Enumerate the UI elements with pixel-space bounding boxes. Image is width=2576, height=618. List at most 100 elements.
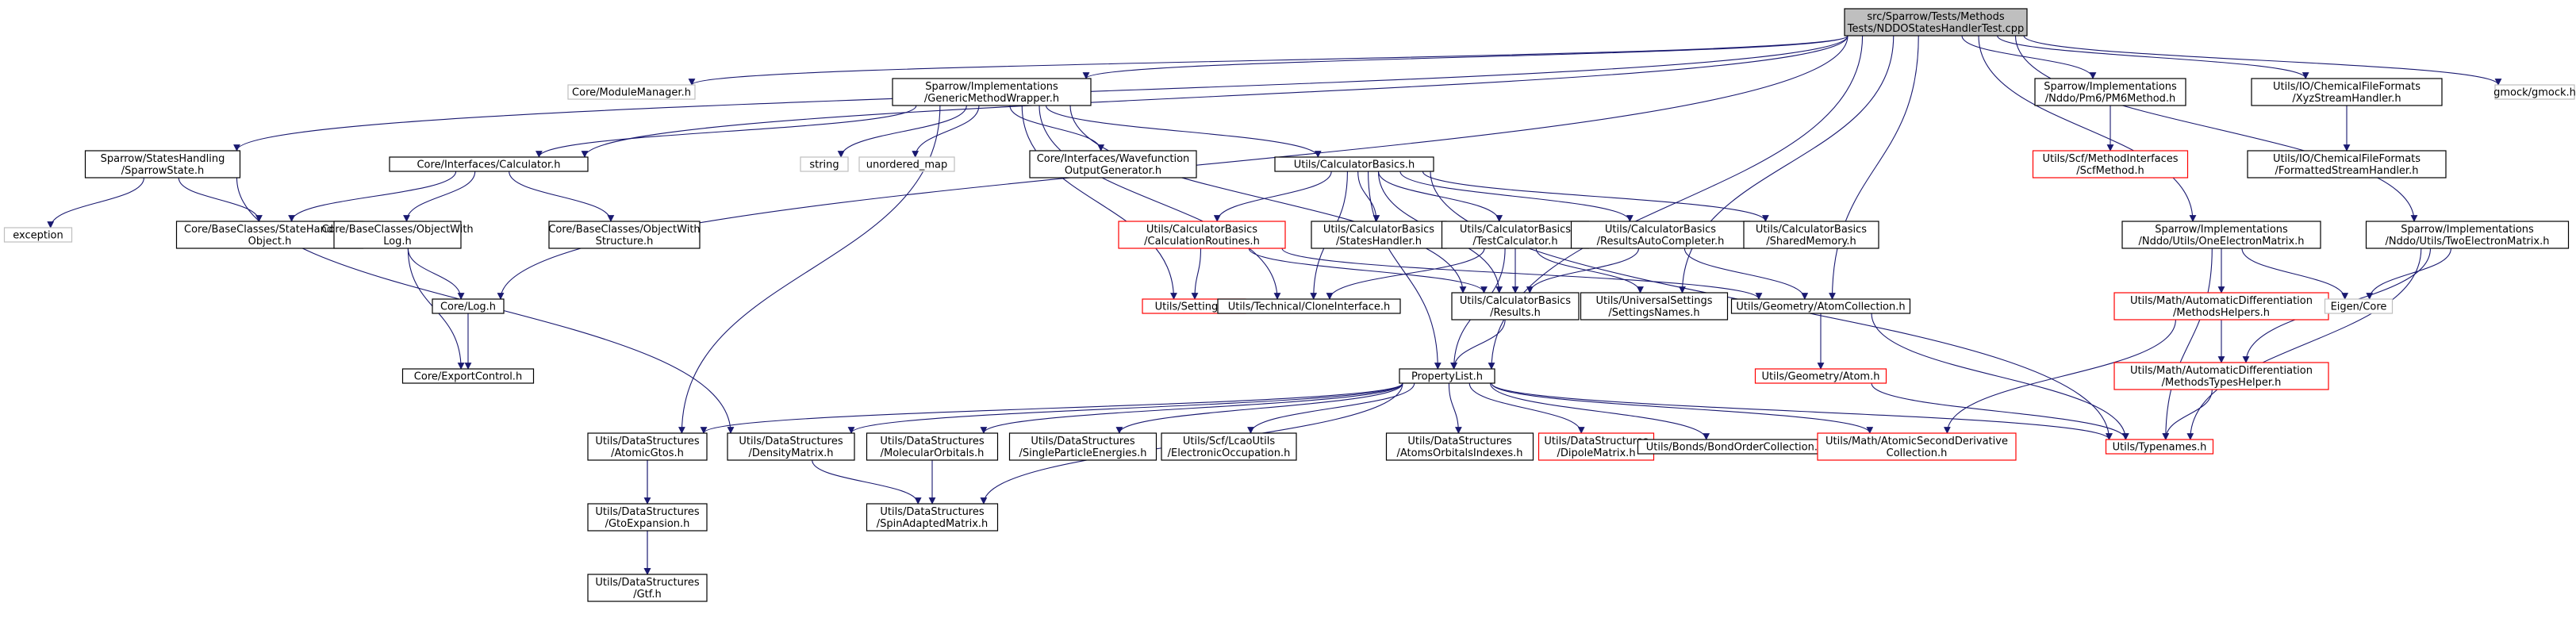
node-methhelpers[interactable]: Utils/Math/AutomaticDifferentiation/Meth… [2113, 292, 2329, 321]
edge-proplist-to-dipole [1468, 382, 1585, 434]
node-twoel[interactable]: Sparrow/Implementations/Nddo/Utils/TwoEl… [2365, 221, 2570, 249]
node-typenames[interactable]: Utils/Typenames.h [2105, 439, 2214, 455]
node-eigen[interactable]: Eigen/Core [2324, 298, 2394, 314]
node-atomicgtos[interactable]: Utils/DataStructures/AtomicGtos.h [587, 432, 708, 461]
node-xyz[interactable]: Utils/IO/ChemicalFileFormats/XyzStreamHa… [2251, 78, 2443, 106]
node-label: Sparrow/StatesHandling [101, 153, 225, 165]
node-label: /Nddo/Utils/TwoElectronMatrix.h [2386, 236, 2550, 248]
node-label: Utils/Scf/LcaoUtils [1183, 436, 1275, 447]
node-box [333, 221, 462, 249]
edge-proplist-to-density [847, 382, 1403, 434]
node-label: /ElectronicOccupation.h [1168, 447, 1291, 459]
node-label: Utils/DataStructures [1031, 436, 1135, 447]
node-atomicsecond[interactable]: Utils/Math/AtomicSecondDerivativeCollect… [1817, 432, 2017, 461]
node-resauto[interactable]: Utils/CalculatorBasics/ResultsAutoComple… [1570, 221, 1751, 249]
node-exportctl[interactable]: Core/ExportControl.h [401, 368, 535, 384]
node-atomcoll[interactable]: Utils/Geometry/AtomCollection.h [1730, 298, 1911, 314]
node-label: Sparrow/Implementations [2155, 224, 2288, 236]
edge-oneel-to-eigen [2241, 248, 2349, 300]
node-gtf[interactable]: Utils/DataStructures/Gtf.h [587, 574, 708, 602]
node-box [892, 78, 1092, 106]
node-box [1538, 432, 1655, 461]
node-label: Utils/DataStructures [880, 506, 985, 518]
edge-calcbasics-to-stateshandler [1357, 171, 1380, 222]
node-calcroutines[interactable]: Utils/CalculatorBasics/CalculationRoutin… [1118, 221, 1286, 249]
node-label: /MolecularOrbitals.h [881, 447, 985, 459]
node-methtypes[interactable]: Utils/Math/AutomaticDifferentiation/Meth… [2113, 362, 2329, 390]
node-label: /MethodsTypesHelper.h [2162, 377, 2282, 389]
node-label: /FormattedStreamHandler.h [2275, 165, 2419, 177]
node-setnames[interactable]: Utils/UniversalSettings/SettingsNames.h [1580, 292, 1729, 321]
node-aoidx[interactable]: Utils/DataStructures/AtomsOrbitalsIndexe… [1385, 432, 1534, 461]
edge-gmw-to-calcbasics [1046, 105, 1322, 158]
edge-atom-to-typenames [1871, 382, 2129, 440]
node-label: Utils/Geometry/AtomCollection.h [1736, 301, 1905, 313]
node-box [84, 150, 241, 178]
node-label: Core/BaseClasses/StateHandable [184, 224, 355, 236]
node-string[interactable]: string [800, 156, 849, 172]
node-calcbasics[interactable]: Utils/CalculatorBasics.h [1274, 156, 1434, 172]
node-wfout[interactable]: Core/Interfaces/WavefunctionOutputGenera… [1029, 150, 1197, 178]
node-gtoexp[interactable]: Utils/DataStructures/GtoExpansion.h [587, 503, 708, 532]
node-proplist[interactable]: PropertyList.h [1399, 368, 1495, 384]
node-sharedmem[interactable]: Utils/CalculatorBasics/SharedMemory.h [1743, 221, 1879, 249]
node-dipole[interactable]: Utils/DataStructures/DipoleMatrix.h [1538, 432, 1655, 461]
node-calculator[interactable]: Core/Interfaces/Calculator.h [389, 156, 589, 172]
node-root[interactable]: src/Sparrow/Tests/MethodsTests/NDDOState… [1844, 8, 2028, 36]
edge-proplist-to-aoidx [1448, 382, 1462, 434]
node-singlepart[interactable]: Utils/DataStructures/SingleParticleEnerg… [1008, 432, 1157, 461]
node-box [2251, 78, 2443, 106]
node-label: Utils/UniversalSettings [1595, 295, 1712, 307]
node-box [727, 432, 855, 461]
node-box [3, 227, 73, 243]
node-label: Core/BaseClasses/ObjectWith [548, 224, 700, 236]
node-modmgr[interactable]: Core/ModuleManager.h [567, 84, 696, 100]
node-box [1029, 150, 1197, 178]
node-label: Utils/Typenames.h [2113, 442, 2207, 454]
node-label: Core/Interfaces/Calculator.h [417, 159, 560, 171]
node-results[interactable]: Utils/CalculatorBasics/Results.h [1451, 292, 1580, 321]
node-log[interactable]: Core/Log.h [432, 298, 505, 314]
node-label: /Results.h [1490, 307, 1541, 319]
node-atom[interactable]: Utils/Geometry/Atom.h [1754, 368, 1887, 384]
edge-gmw-to-atomicgtos [678, 105, 941, 434]
node-label: Sparrow/Implementations [2401, 224, 2534, 236]
node-formatted[interactable]: Utils/IO/ChemicalFileFormats/FormattedSt… [2247, 150, 2447, 178]
node-lcao[interactable]: Utils/Scf/LcaoUtils/ElectronicOccupation… [1161, 432, 1297, 461]
edge-root-to-setnames [1679, 35, 1895, 294]
edge-sparrowstate-to-exception [47, 177, 144, 228]
node-clone[interactable]: Utils/Technical/CloneInterface.h [1217, 298, 1401, 314]
nodes-layer: src/Sparrow/Tests/MethodsTests/NDDOState… [3, 8, 2576, 602]
node-label: Utils/CalculatorBasics [1460, 295, 1571, 307]
edge-sparrowstate-to-statehandable [178, 177, 263, 222]
node-label: Utils/CalculatorBasics [1460, 224, 1571, 236]
edge-calcroutines-to-atomcoll [1281, 248, 1763, 300]
node-label: Utils/DataStructures [595, 506, 700, 518]
node-testcalc[interactable]: Utils/CalculatorBasics/TestCalculator.h [1441, 221, 1590, 249]
node-label: /SingleParticleEnergies.h [1019, 447, 1147, 459]
node-gmw[interactable]: Sparrow/Implementations/GenericMethodWra… [892, 78, 1092, 106]
node-box [432, 298, 505, 314]
node-oneel[interactable]: Sparrow/Implementations/Nddo/Utils/OneEl… [2121, 221, 2321, 249]
node-stateshandler[interactable]: Utils/CalculatorBasics/StatesHandler.h [1311, 221, 1447, 249]
node-sparrowstate[interactable]: Sparrow/StatesHandling/SparrowState.h [84, 150, 241, 178]
node-density[interactable]: Utils/DataStructures/DensityMatrix.h [727, 432, 855, 461]
node-molorb[interactable]: Utils/DataStructures/MolecularOrbitals.h [866, 432, 999, 461]
node-spinadapted[interactable]: Utils/DataStructures/SpinAdaptedMatrix.h [866, 503, 999, 532]
edge-calculator-to-statehandable [288, 171, 457, 222]
node-exception[interactable]: exception [3, 227, 73, 243]
node-gmock[interactable]: gmock/gmock.h [2493, 84, 2576, 100]
node-box [1217, 298, 1401, 314]
node-pm6[interactable]: Sparrow/Implementations/Nddo/Pm6/PM6Meth… [2034, 78, 2186, 106]
node-label: PropertyList.h [1411, 371, 1483, 383]
node-label: /Nddo/Utils/OneElectronMatrix.h [2138, 236, 2304, 248]
edge-methtypes-to-typenames [2162, 389, 2213, 440]
node-umap[interactable]: unordered_map [858, 156, 955, 172]
node-bondorder[interactable]: Utils/Bonds/BondOrderCollection.h [1637, 439, 1833, 455]
node-scfmethod[interactable]: Utils/Scf/MethodInterfaces/ScfMethod.h [2032, 150, 2189, 178]
node-label: Utils/CalculatorBasics [1146, 224, 1257, 236]
node-label: /GtoExpansion.h [605, 518, 690, 530]
